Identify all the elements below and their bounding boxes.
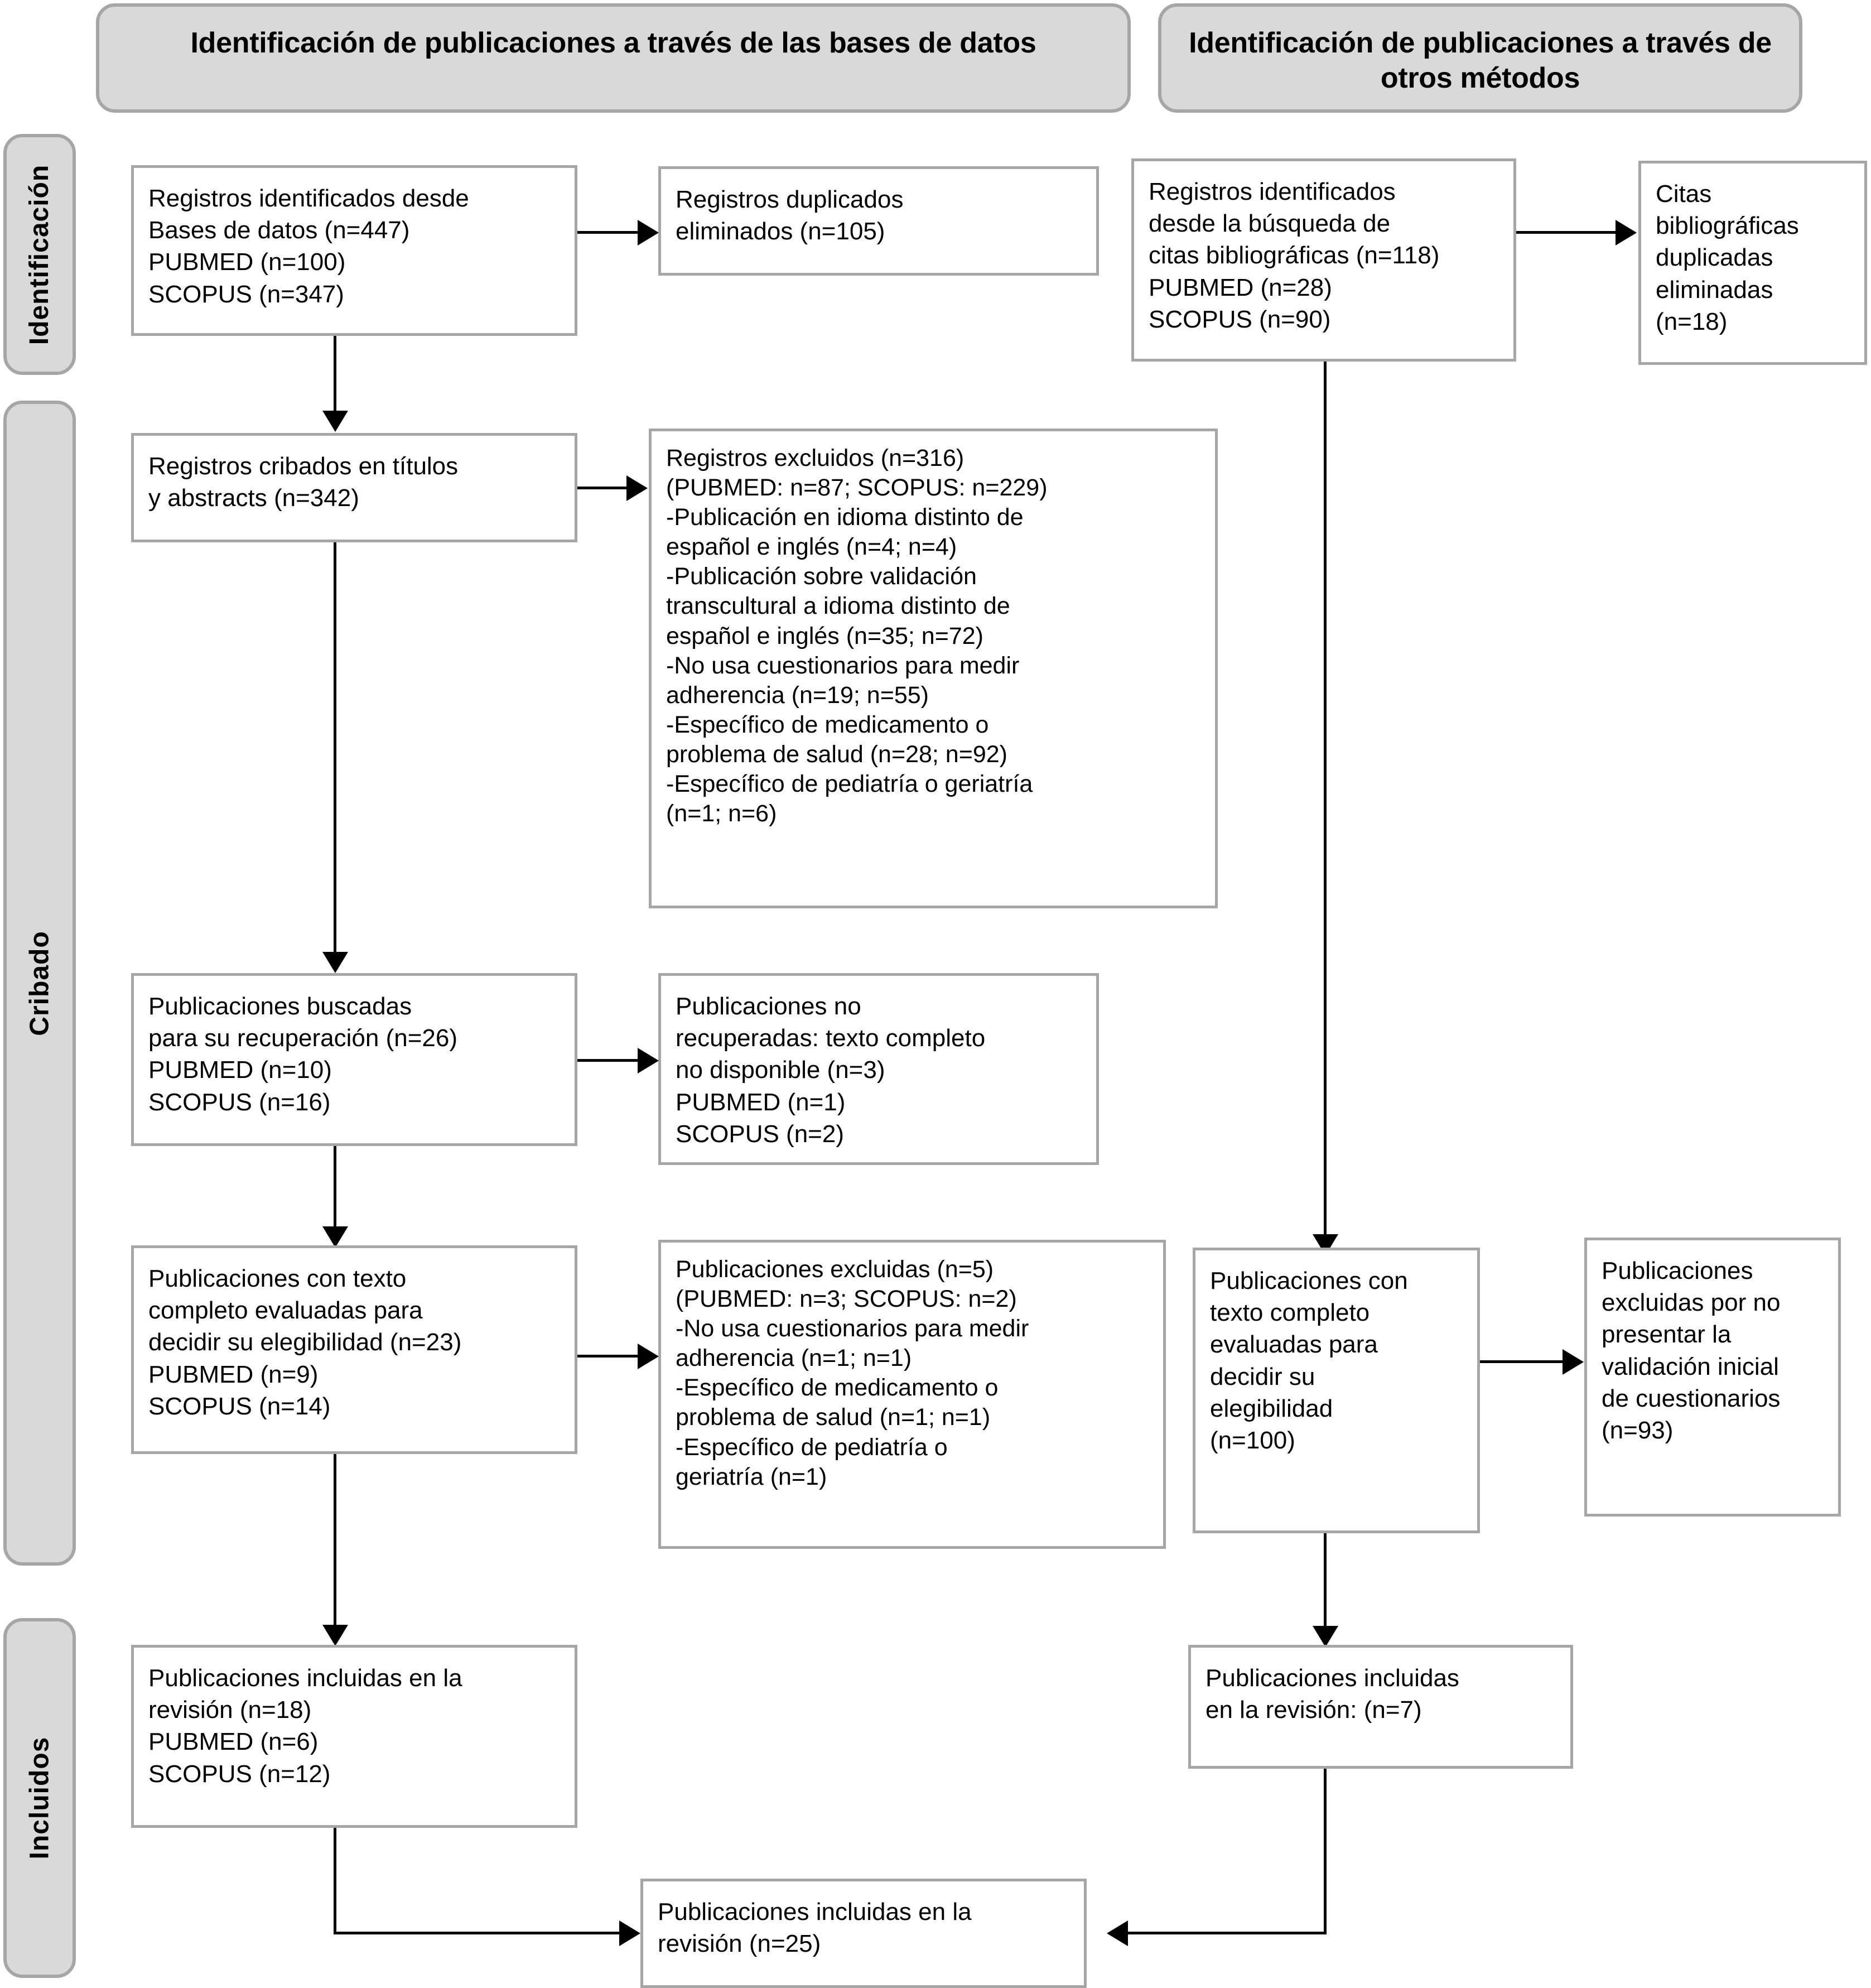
arrowhead-db-eligibility [322, 1226, 348, 1248]
connector-db-screened-to-sought [334, 542, 336, 955]
arrowhead-other-duplicates [1616, 220, 1637, 246]
box-total-included: Publicaciones incluidas en la revisión (… [640, 1879, 1087, 1988]
box-db-publications-sought: Publicaciones buscadas para su recuperac… [131, 973, 577, 1146]
arrowhead-db-not-retrieved [638, 1048, 659, 1074]
connector-db-screened-to-excluded [577, 487, 628, 489]
box-db-records-identified: Registros identificados desde Bases de d… [131, 165, 577, 336]
box-other-duplicates-removed: Citas bibliográficas duplicadas eliminad… [1638, 161, 1867, 365]
phase-rail-included: Incluidos [3, 1618, 76, 1978]
box-other-records-identified: Registros identificados desde la búsqued… [1131, 158, 1516, 362]
banner-other-methods-label: Identificación de publicaciones a través… [1189, 27, 1772, 95]
arrowhead-db-included [322, 1625, 348, 1646]
box-other-included: Publicaciones incluidas en la revisión: … [1188, 1645, 1573, 1769]
connector-other-identified-to-duplicates [1516, 231, 1617, 234]
banner-databases-label: Identificación de publicaciones a través… [190, 27, 1036, 59]
arrowhead-other-included [1313, 1626, 1338, 1647]
arrowhead-total-included-left [619, 1920, 640, 1946]
phase-rail-identification: Identificación [3, 134, 76, 375]
banner-databases: Identificación de publicaciones a través… [96, 3, 1131, 113]
connector-other-included-to-total [1128, 1932, 1327, 1934]
phase-rail-screening: Cribado [3, 401, 76, 1566]
arrowhead-db-screened [322, 411, 348, 432]
connector-db-sought-to-eligibility [334, 1146, 336, 1230]
phase-rail-screening-label: Cribado [25, 930, 55, 1036]
banner-other-methods: Identificación de publicaciones a través… [1158, 3, 1802, 113]
box-db-duplicates-removed: Registros duplicados eliminados (n=105) [658, 166, 1099, 276]
box-db-records-screened: Registros cribados en títulos y abstract… [131, 433, 577, 542]
phase-rail-identification-label: Identificación [25, 164, 55, 345]
connector-db-sought-to-not-retrieved [577, 1059, 639, 1062]
connector-db-included-drop [334, 1828, 336, 1934]
connector-db-identified-to-duplicates [577, 231, 639, 234]
arrowhead-db-sought [322, 952, 348, 973]
connector-db-eligibility-to-excluded [577, 1355, 639, 1358]
box-db-eligibility: Publicaciones con texto completo evaluad… [131, 1245, 577, 1454]
box-db-screening-excluded: Registros excluidos (n=316) (PUBMED: n=8… [649, 429, 1218, 908]
connector-other-included-drop [1324, 1769, 1327, 1934]
box-db-not-retrieved: Publicaciones no recuperadas: texto comp… [658, 973, 1099, 1165]
connector-other-identified-to-eligibility [1324, 362, 1327, 1239]
arrowhead-db-duplicates [638, 220, 659, 246]
box-other-eligibility-excluded: Publicaciones excluidas por no presentar… [1584, 1238, 1841, 1517]
box-other-eligibility: Publicaciones con texto completo evaluad… [1193, 1248, 1480, 1533]
connector-other-eligibility-to-included [1324, 1533, 1327, 1629]
box-db-eligibility-excluded: Publicaciones excluidas (n=5) (PUBMED: n… [658, 1240, 1166, 1549]
arrowhead-total-included-right [1107, 1920, 1128, 1946]
phase-rail-included-label: Incluidos [25, 1736, 55, 1860]
connector-db-included-to-total [334, 1932, 621, 1934]
connector-db-eligibility-to-included [334, 1454, 336, 1628]
box-db-included: Publicaciones incluidas en la revisión (… [131, 1645, 577, 1828]
arrowhead-other-eligibility-excluded [1563, 1349, 1584, 1375]
arrowhead-db-eligibility-excluded [638, 1344, 659, 1369]
arrowhead-db-screening-excluded [626, 475, 648, 501]
connector-db-identified-to-screened [334, 336, 336, 414]
connector-other-eligibility-to-excluded [1480, 1360, 1564, 1363]
